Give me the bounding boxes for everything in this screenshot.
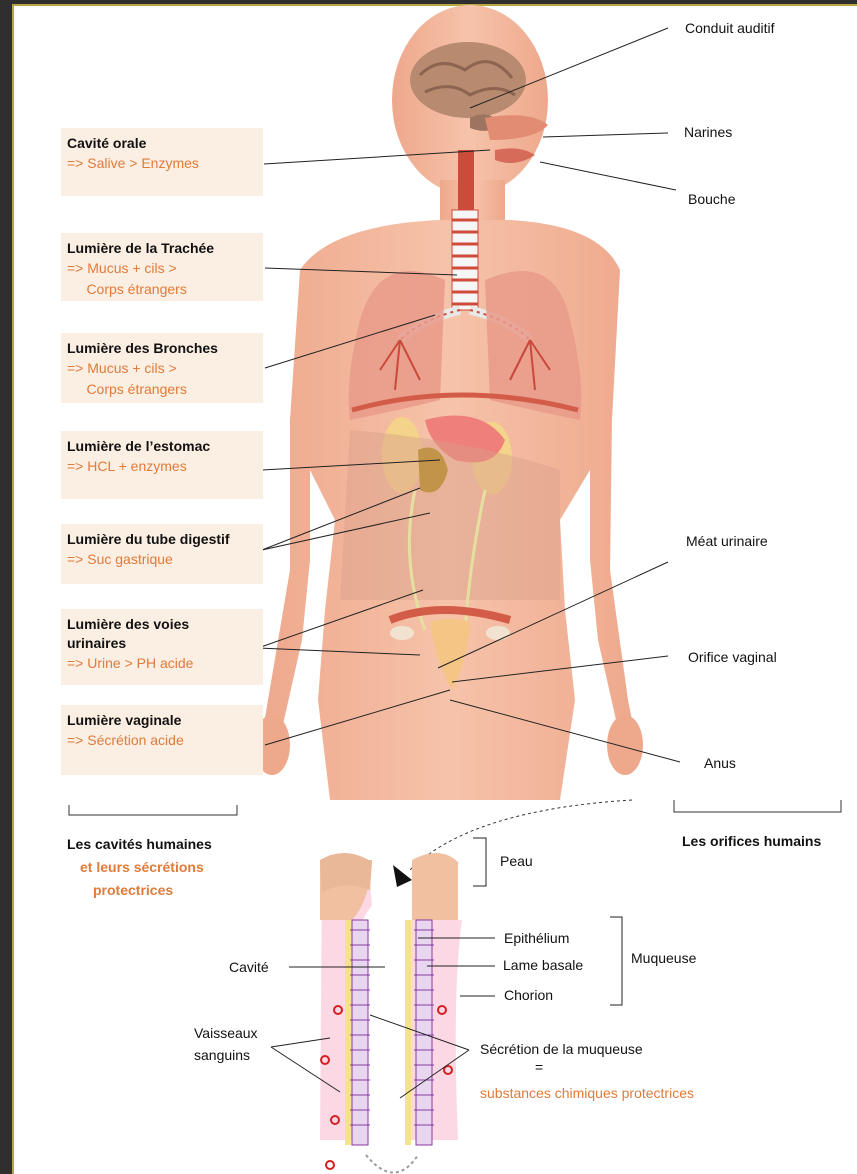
orifice-label-ear: Conduit auditif xyxy=(685,20,775,36)
cavity-secretion: => Suc gastrique xyxy=(67,549,257,570)
cavity-secretion: => Sécrétion acide xyxy=(67,730,257,751)
cavity-box-stomach: Lumière de l’estomac => HCL + enzymes xyxy=(61,431,263,499)
orifice-label-vaginal: Orifice vaginal xyxy=(688,649,777,665)
cavity-box-bronchi: Lumière des Bronches => Mucus + cils > C… xyxy=(61,333,263,403)
label-chorion: Chorion xyxy=(504,987,553,1003)
cavity-box-oral: Cavité orale => Salive > Enzymes xyxy=(61,128,263,196)
cavity-title: Lumière des Bronches xyxy=(67,339,257,358)
label-substances-protectrices: substances chimiques protectrices xyxy=(480,1085,694,1101)
caption-orifices: Les orifices humains xyxy=(682,833,821,849)
label-epithelium: Epithélium xyxy=(504,930,569,946)
label-lame-basale: Lame basale xyxy=(503,957,583,973)
arrow-head-icon xyxy=(393,865,412,887)
cavity-title: Lumière vaginale xyxy=(67,711,257,730)
label-muqueuse: Muqueuse xyxy=(631,950,696,966)
cavity-box-trachea: Lumière de la Trachée => Mucus + cils > … xyxy=(61,233,263,301)
caption-cavities-line3: protectrices xyxy=(93,882,173,898)
cavity-box-urinary: Lumière des voies urinaires => Urine > P… xyxy=(61,609,263,685)
caption-cavities-line2: et leurs sécrétions xyxy=(80,859,204,875)
label-secretion-muqueuse: Sécrétion de la muqueuse xyxy=(480,1041,643,1057)
cavity-secretion: => Urine > PH acide xyxy=(67,653,257,674)
cavity-box-digestive: Lumière du tube digestif => Suc gastriqu… xyxy=(61,524,263,584)
label-cavite: Cavité xyxy=(229,959,269,975)
cavity-title: Lumière du tube digestif xyxy=(67,530,257,549)
cavity-title: Lumière de la Trachée xyxy=(67,239,257,258)
caption-cavities-line1: Les cavités humaines xyxy=(67,836,212,852)
label-sanguins: sanguins xyxy=(194,1047,250,1063)
label-peau: Peau xyxy=(500,853,533,869)
cavity-title: Lumière de l’estomac xyxy=(67,437,257,456)
orifice-label-nostrils: Narines xyxy=(684,124,732,140)
cavity-secretion: => HCL + enzymes xyxy=(67,456,257,477)
cavity-title: Cavité orale xyxy=(67,134,257,153)
cavity-box-vaginal: Lumière vaginale => Sécrétion acide xyxy=(61,705,263,775)
mucosa-cross-section xyxy=(320,853,462,1173)
cavity-secretion: => Mucus + cils > Corps étrangers xyxy=(67,358,257,400)
orifice-label-urinary-meatus: Méat urinaire xyxy=(686,533,768,549)
label-equals: = xyxy=(535,1059,543,1075)
cavity-secretion: => Mucus + cils > Corps étrangers xyxy=(67,258,257,300)
orifice-label-mouth: Bouche xyxy=(688,191,735,207)
caption-brackets xyxy=(69,800,841,815)
label-vaisseaux: Vaisseaux xyxy=(194,1025,258,1041)
cavity-title: Lumière des voies urinaires xyxy=(67,615,257,653)
cavity-secretion: => Salive > Enzymes xyxy=(67,153,257,174)
orifice-label-anus: Anus xyxy=(704,755,736,771)
